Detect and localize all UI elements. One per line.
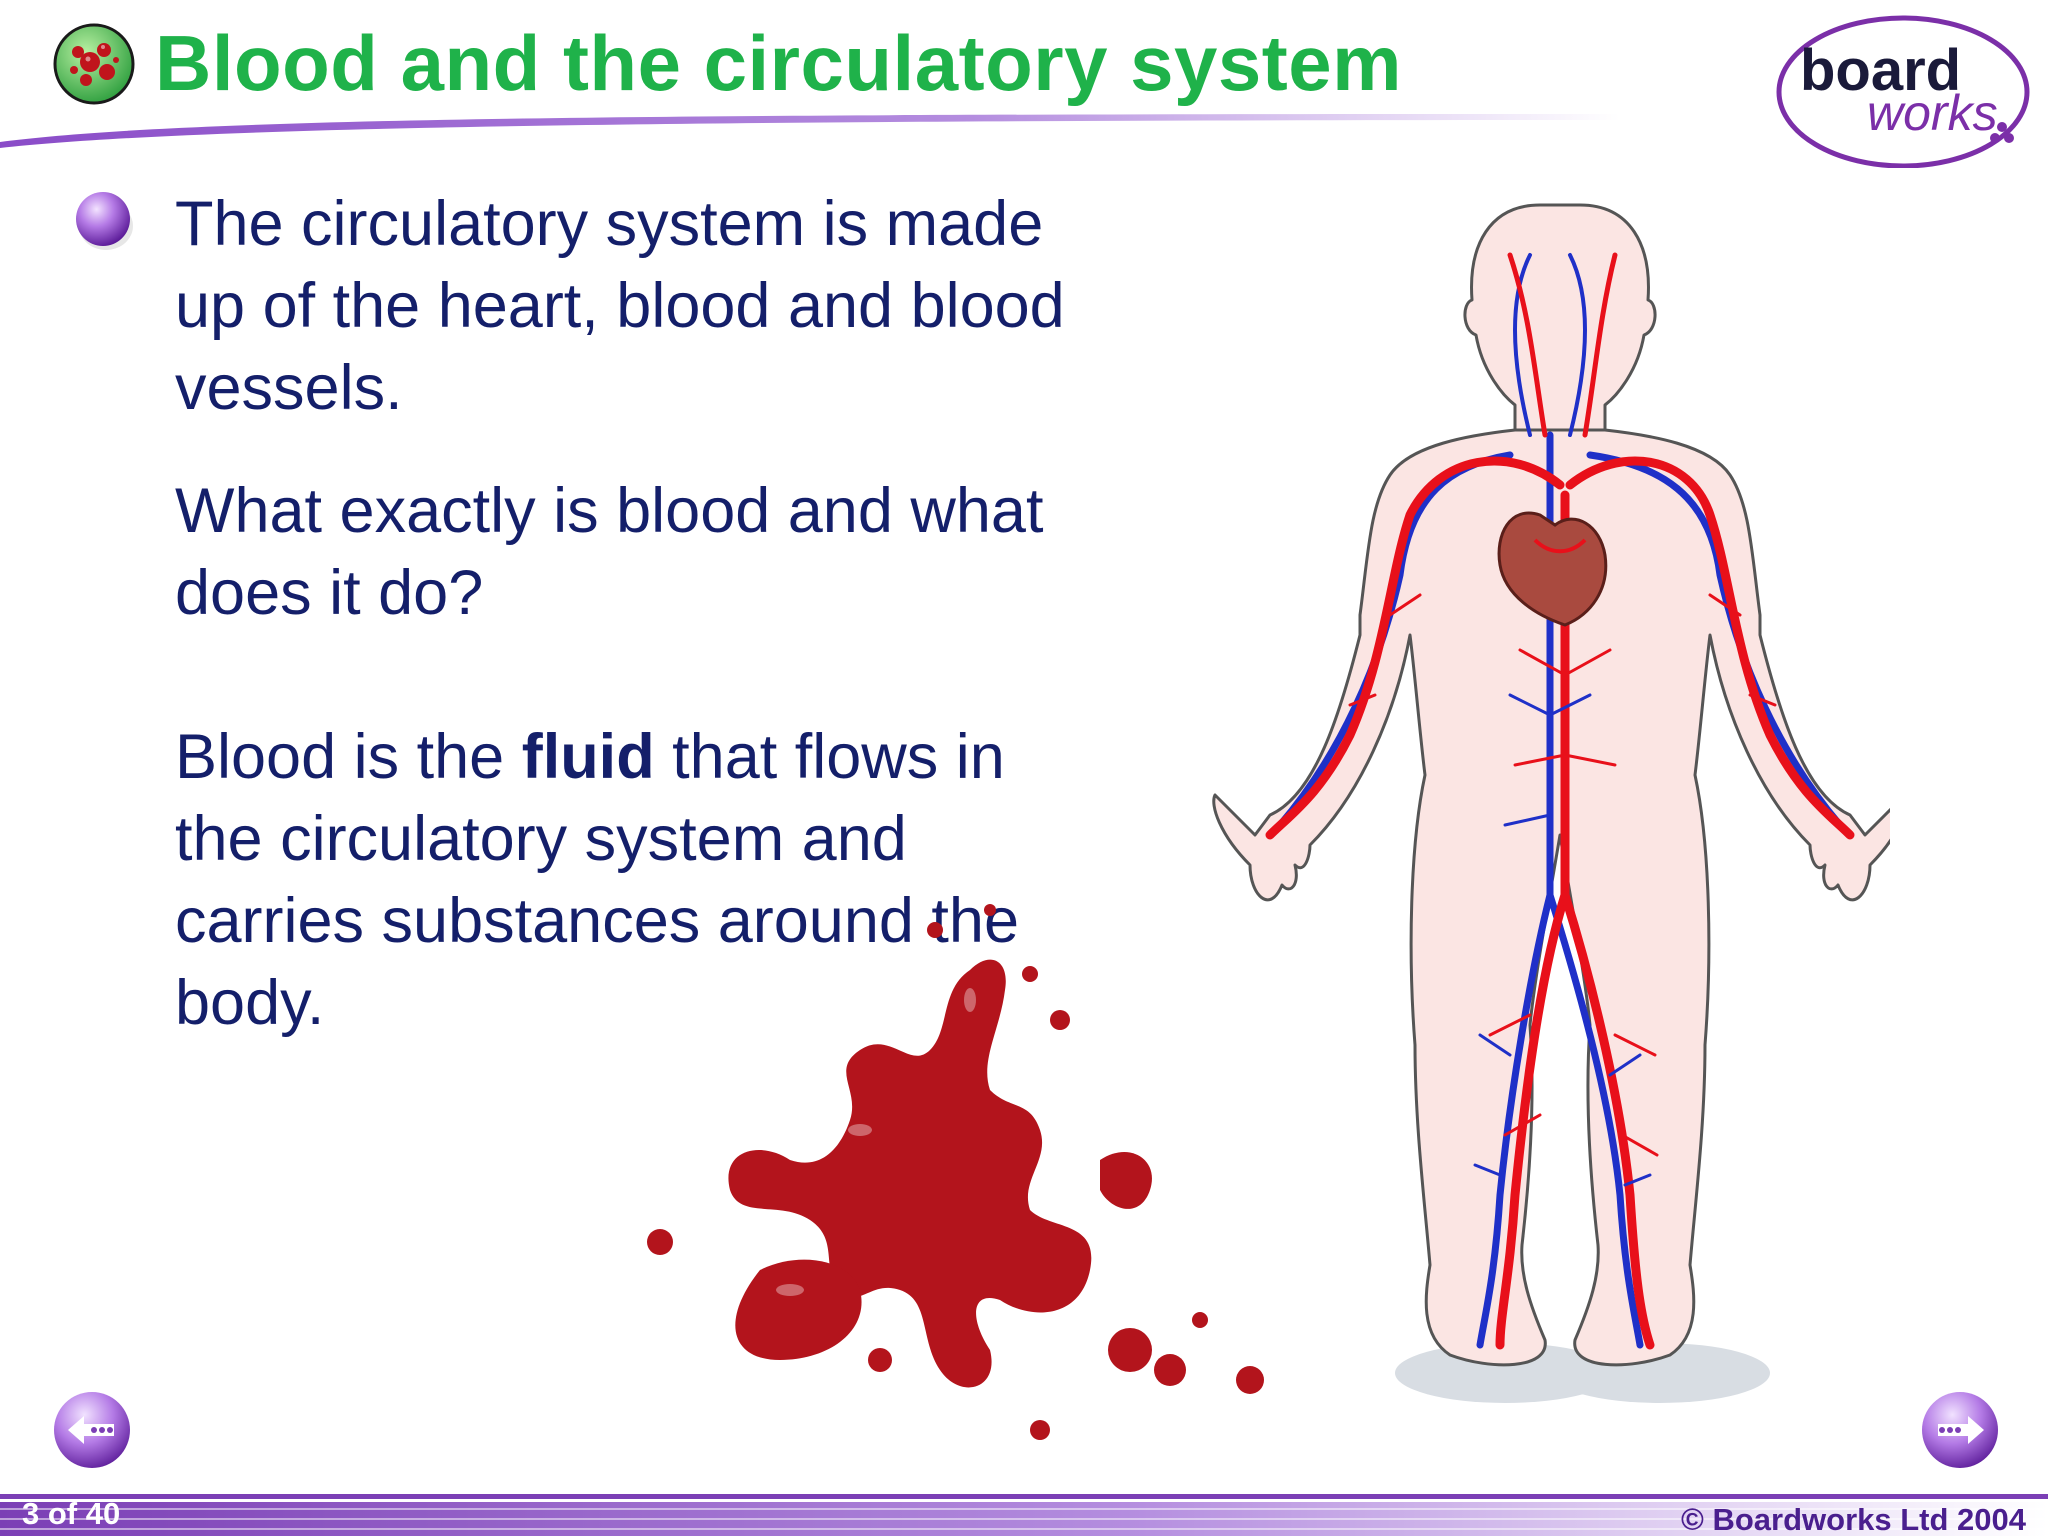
blood-drop	[1050, 1010, 1070, 1030]
footer-bar	[0, 1494, 2048, 1536]
blood-drop	[1100, 1151, 1152, 1209]
previous-slide-button[interactable]	[50, 1388, 134, 1472]
arteries	[1265, 252, 1855, 1350]
copyright-notice: © Boardworks Ltd 2004	[1681, 1502, 2026, 1537]
blood-drop	[1022, 966, 1038, 982]
paragraph3-part2: that flows in the circulatory system and…	[175, 722, 1019, 1038]
blood-drop	[647, 1229, 673, 1255]
next-slide-arrow-icon	[1922, 1392, 1998, 1468]
blood-drop	[868, 1348, 892, 1372]
slide-counter: 3 of 40	[22, 1496, 121, 1531]
blood-drop	[1030, 1420, 1050, 1440]
blood-drop	[1108, 1328, 1152, 1372]
title-underline-swoosh	[0, 114, 1620, 148]
human-circulatory-system-illustration	[1212, 203, 1890, 1403]
blood-drop	[1192, 1312, 1208, 1328]
previous-slide-arrow-icon	[54, 1392, 130, 1468]
blood-drop	[1154, 1354, 1186, 1386]
foot-shadow	[1395, 1343, 1615, 1403]
blood-splatter-illustration	[647, 904, 1264, 1440]
next-slide-button[interactable]	[1918, 1388, 2002, 1472]
purple-sphere-bullet-icon	[76, 192, 133, 250]
blood-drop	[984, 904, 996, 916]
slide-title: Blood and the circulatory system	[155, 19, 1402, 107]
paragraph3-part1: Blood is the	[175, 722, 522, 792]
paragraph-question: What exactly is blood and what does it d…	[175, 476, 1044, 628]
keyword-fluid: fluid	[521, 722, 655, 792]
main-blood-pool	[728, 959, 1092, 1388]
logo-word-board: board	[1800, 38, 1961, 103]
boardworks-logo: board works	[1775, 10, 2035, 169]
blood-drop	[1236, 1366, 1264, 1394]
vessel-branches	[1348, 593, 1777, 1187]
blood-pool	[735, 1259, 862, 1360]
blood-drop	[927, 922, 943, 938]
heart-organ	[1497, 511, 1608, 627]
paragraph-circulatory-system: The circulatory system is made up of the…	[175, 189, 1065, 423]
logo-word-works: works	[1867, 85, 1998, 141]
paragraph-blood-definition: Blood is the fluid that flows in the cir…	[175, 716, 1075, 1044]
blood-cells-icon	[53, 23, 135, 105]
